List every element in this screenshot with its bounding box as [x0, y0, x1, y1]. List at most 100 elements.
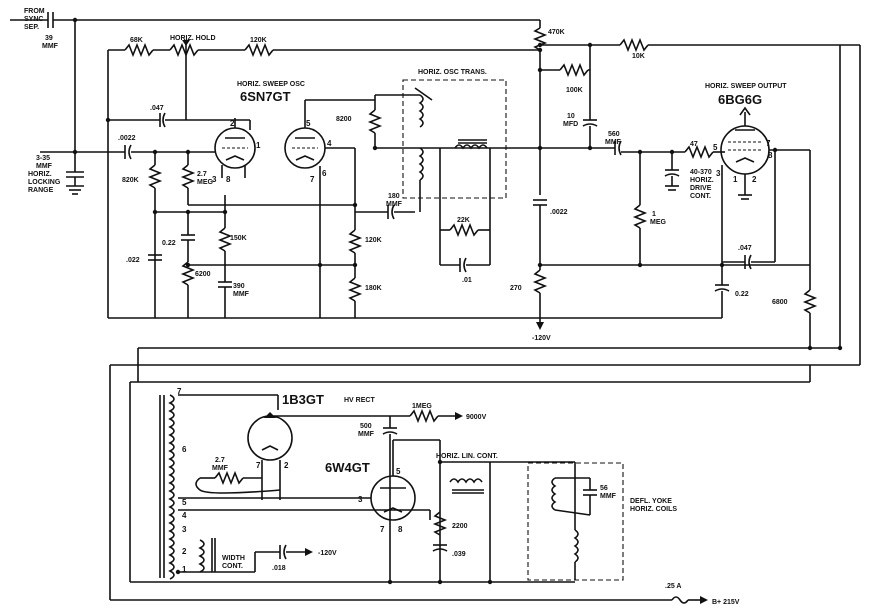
label-c39-unit: MMF: [42, 43, 59, 50]
tube-label-6w4gt: 6W4GT: [325, 460, 370, 475]
pin-label: 6: [322, 169, 327, 178]
wiring-bottom: [109, 45, 860, 604]
pin-label: 2: [752, 175, 757, 184]
label-r180k: 180K: [365, 285, 382, 292]
pin-numbers: 2 1 3 8 5 4 7 6 5 3 1 2 7 8 7 6 5 4 3 2 …: [177, 119, 773, 574]
pin-label: 5: [396, 467, 401, 476]
label-r150k: 150K: [230, 235, 247, 242]
label-yoke-a: DEFL. YOKE: [630, 498, 672, 505]
label-sync: SYNC: [24, 16, 43, 23]
label-sep: SEP.: [24, 24, 39, 31]
pin-label: 1: [733, 175, 738, 184]
label-c3-35-unit: MMF: [36, 163, 53, 170]
label-from: FROM: [24, 8, 45, 15]
label-c27-b: MMF: [212, 465, 229, 472]
label-locking-3: RANGE: [28, 187, 54, 194]
label-locking-2: LOCKING: [28, 179, 61, 186]
label-r6200: 6200: [195, 271, 211, 278]
label-r8200: 8200: [336, 116, 352, 123]
label-yoke-b: HORIZ. COILS: [630, 506, 677, 513]
label-r27meg-b: MEG: [197, 179, 214, 186]
pin-label: 2: [284, 461, 289, 470]
label-r270: 270: [510, 285, 522, 292]
label-horiz-hold: HORIZ. HOLD: [170, 35, 216, 42]
pin-label: 3: [182, 525, 187, 534]
label-c0022-a: .0022: [118, 135, 136, 142]
label-r27meg-a: 2.7: [197, 171, 207, 178]
label-fuse: .25 A: [665, 583, 681, 590]
label-neg120b: -120V: [318, 550, 337, 557]
label-c40-370-b: HORIZ.: [690, 177, 714, 184]
label-c39: 39: [45, 35, 53, 42]
label-locking-1: HORIZ.: [28, 171, 52, 178]
label-sweep-output: HORIZ. SWEEP OUTPUT: [705, 83, 787, 90]
label-c047-b: .047: [738, 245, 752, 252]
label-c560: 560: [608, 131, 620, 138]
label-c390: 390: [233, 283, 245, 290]
label-r1meg-a: 1: [652, 211, 656, 218]
label-r47: 47: [690, 141, 698, 148]
label-c039: .039: [452, 551, 466, 558]
label-r10k: 10K: [632, 53, 645, 60]
label-r120k-mid: 120K: [365, 237, 382, 244]
pin-label: 7: [177, 387, 182, 396]
pin-label: 1: [256, 141, 261, 150]
pin-label: 3: [358, 495, 363, 504]
label-r820k: 820K: [122, 177, 139, 184]
label-c022: .022: [126, 257, 140, 264]
label-r120k-top: 120K: [250, 37, 267, 44]
label-c27-a: 2.7: [215, 457, 225, 464]
label-c047-top: .047: [150, 105, 164, 112]
pin-label: 5: [306, 119, 311, 128]
pin-label: 7: [380, 525, 385, 534]
label-c180: 180: [388, 193, 400, 200]
pin-label: 5: [182, 498, 187, 507]
pin-label: 5: [713, 143, 718, 152]
pin-label: 7: [310, 175, 315, 184]
label-c180-unit: MMF: [386, 201, 403, 208]
label-c018: .018: [272, 565, 286, 572]
label-osc-trans: HORIZ. OSC TRANS.: [418, 69, 487, 76]
pin-label: 8: [768, 151, 773, 160]
label-neg120: -120V: [532, 335, 551, 342]
label-c022b: 0.22: [162, 240, 176, 247]
label-r100k: 100K: [566, 87, 583, 94]
label-c3-35: 3-35: [36, 155, 50, 162]
pin-label: 6: [182, 445, 187, 454]
label-c10-unit: MFD: [563, 121, 578, 128]
pin-label: 7: [766, 139, 771, 148]
label-lin-cont: HORIZ. LIN. CONT.: [436, 453, 498, 460]
label-r6800: 6800: [772, 299, 788, 306]
junction-dots: [72, 17, 843, 585]
label-c40-370-a: 40-370: [690, 169, 712, 176]
label-c500: 500: [360, 423, 372, 430]
label-r68k: 68K: [130, 37, 143, 44]
pin-label: 4: [182, 511, 187, 520]
label-c390-unit: MMF: [233, 291, 250, 298]
label-bplus: B+ 215V: [712, 599, 740, 606]
label-c0022-b: .0022: [550, 209, 568, 216]
label-r2200: 2200: [452, 523, 468, 530]
wiring-top: [10, 12, 861, 365]
label-c500-unit: MMF: [358, 431, 375, 438]
pin-label: 7: [256, 461, 261, 470]
label-c40-370-d: CONT.: [690, 193, 711, 200]
tube-label-1b3gt: 1B3GT: [282, 392, 324, 407]
label-width-b: CONT.: [222, 563, 243, 570]
label-c56-unit: MMF: [600, 493, 617, 500]
pin-label: 2: [230, 119, 235, 128]
pin-label: 2: [182, 547, 187, 556]
label-c56: 56: [600, 485, 608, 492]
label-c10: 10: [567, 113, 575, 120]
tube-label-6sn7gt: 6SN7GT: [240, 89, 291, 104]
pin-label: 8: [398, 525, 403, 534]
label-c01: .01: [462, 277, 472, 284]
label-c560-unit: MMF: [605, 139, 622, 146]
label-c40-370-c: DRIVE: [690, 185, 712, 192]
labels: FROM SYNC SEP. 39 MMF 68K HORIZ. HOLD 12…: [24, 8, 788, 606]
label-r22k: 22K: [457, 217, 470, 224]
pin-label: 3: [212, 175, 217, 184]
label-c022-c: 0.22: [735, 291, 749, 298]
label-9000v: 9000V: [466, 414, 487, 421]
